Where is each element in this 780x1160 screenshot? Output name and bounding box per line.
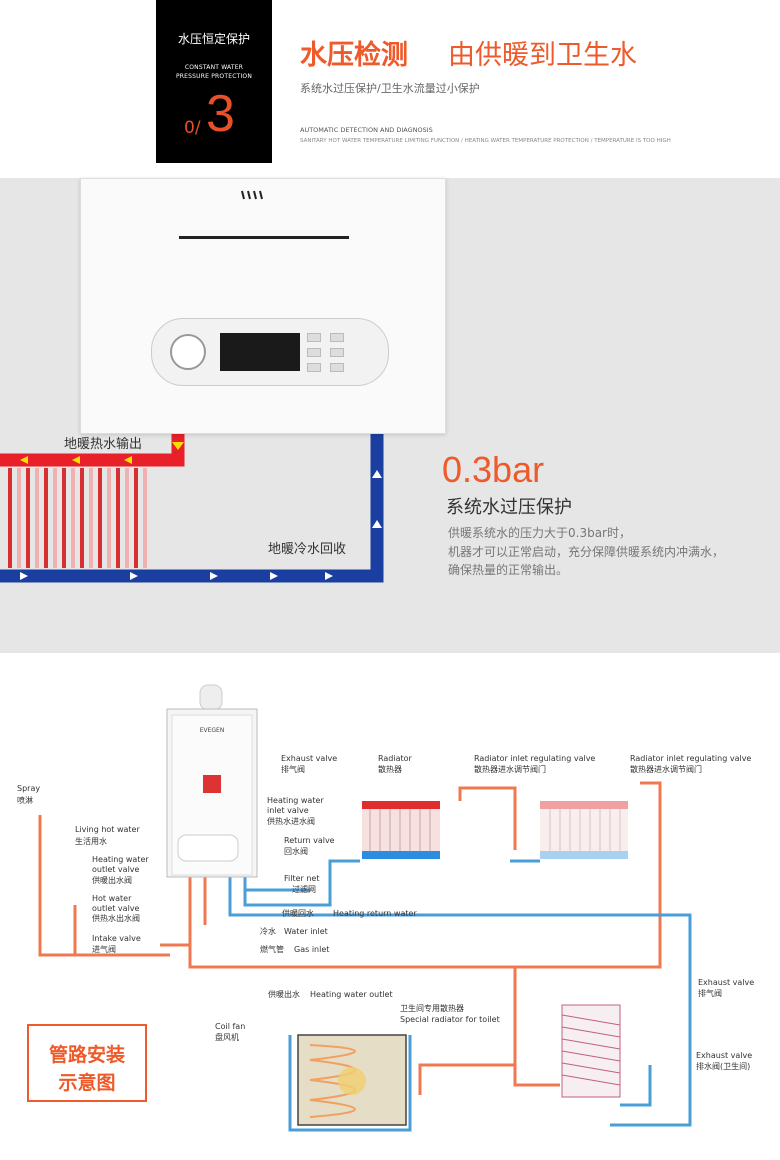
- cold-return-pipe: [0, 433, 384, 583]
- section-title-sub: 由供暖到卫生水: [448, 40, 637, 71]
- protection-desc-2: 机器才可以正常启动，充分保障供暖系统内冲满水，: [448, 545, 725, 559]
- exhaust-valve-en-3: Exhaust valve: [696, 1051, 752, 1060]
- section-title: 水压检测: [300, 40, 408, 71]
- radiator-inlet-en-1: Radiator inlet regulating valve: [474, 754, 595, 763]
- pressure-value: 0.3bar: [442, 449, 545, 490]
- cold-return-label: 地暖冷水回收: [268, 542, 347, 557]
- badge-en-line-1: CONSTANT WATER: [184, 64, 244, 71]
- protection-desc-1: 供暖系统水的压力大于0.3bar时，: [448, 526, 631, 540]
- radiator-1: [362, 801, 440, 859]
- hot-outlet-valve-en-1: Hot water: [92, 894, 132, 903]
- boiler-unit: [80, 178, 446, 434]
- hot-output-label: 地暖热水输出: [64, 437, 143, 452]
- panel-button[interactable]: [307, 333, 321, 342]
- hot-outlet-valve-cn: 供热水出水阀: [92, 913, 140, 923]
- gas-inlet-cn: 燃气管: [260, 944, 284, 954]
- heating-outlet-valve-en-2: outlet valve: [92, 865, 140, 874]
- radiator-inlet-en-2: Radiator inlet regulating valve: [630, 754, 751, 763]
- pressure-gauge-icon: [170, 334, 206, 370]
- radiator-label-cn: 散热器: [378, 764, 402, 774]
- radiator-2: [540, 801, 628, 859]
- radiator-inlet-cn-2: 散热器进水调节阀门: [630, 764, 702, 774]
- toilet-radiator: [561, 1004, 621, 1098]
- boiler-brand: EVEGEN: [200, 727, 225, 734]
- section-subtitle: 系统水过压保护/卫生水流量过小保护: [300, 82, 480, 95]
- diagram-caption-line-2: 示意图: [58, 1072, 116, 1094]
- heating-return-cn: 供暖回水: [282, 908, 314, 918]
- coil-fan-cn: 盘风机: [215, 1032, 239, 1042]
- heating-loops: [8, 468, 147, 568]
- return-valve-cn: 回水阀: [284, 846, 308, 856]
- exhaust-valve-cn: 排气阀: [281, 764, 305, 774]
- badge-title: 水压恒定保护: [177, 32, 250, 46]
- installation-diagram: EVEGEN Spray 喷淋 Living hot water 生活用水 He…: [17, 684, 754, 1132]
- radiator-label-en: Radiator: [378, 754, 413, 763]
- heating-outlet-valve-en-1: Heating water: [92, 855, 149, 864]
- gas-inlet-en: Gas inlet: [294, 945, 329, 954]
- special-radiator-cn: 卫生间专用散热器: [400, 1003, 464, 1013]
- heating-inlet-valve-cn: 供热水进水阀: [267, 816, 315, 826]
- panel-button[interactable]: [307, 363, 321, 372]
- protection-desc-3: 确保热量的正常输出。: [448, 563, 569, 577]
- water-inlet-cn: 冷水: [260, 926, 276, 936]
- boiler-seam: [179, 236, 349, 239]
- spray-label-cn: 喷淋: [17, 795, 33, 805]
- hot-pipes: [38, 781, 662, 1095]
- panel-button[interactable]: [330, 363, 344, 372]
- heating-outlet-en: Heating water outlet: [310, 990, 393, 999]
- heating-outlet-valve-cn: 供暖出水阀: [92, 875, 132, 885]
- filter-label-cn: 过滤网: [292, 884, 316, 894]
- living-hot-label-cn: 生活用水: [75, 836, 107, 846]
- display-screen: [220, 333, 300, 371]
- badge-en-line-2: PRESSURE PROTECTION: [175, 73, 253, 80]
- return-valve-en: Return valve: [284, 836, 335, 845]
- diagram-caption-line-1: 管路安装: [48, 1044, 125, 1066]
- coil-fan: [297, 1034, 407, 1126]
- exhaust-valve-cn-2: 排气阀: [698, 988, 722, 998]
- badge-prefix: 0/: [184, 118, 201, 138]
- hot-outlet-valve-en-2: outlet valve: [92, 904, 140, 913]
- heating-outlet-cn: 供暖出水: [268, 989, 300, 999]
- spray-label-en: Spray: [17, 784, 40, 793]
- special-radiator-en: Special radiator for toilet: [400, 1015, 500, 1024]
- diagram-caption-box: 管路安装 示意图: [27, 1024, 147, 1102]
- exhaust-valve-en-2: Exhaust valve: [698, 978, 754, 987]
- section-subtitle-en-detail: SANITARY HOT WATER TEMPERATURE LIMITING …: [300, 138, 671, 144]
- floor-heating-pipes: [0, 433, 384, 583]
- control-panel: [151, 318, 389, 386]
- vent-icon: [241, 190, 263, 200]
- coil-fan-en: Coil fan: [215, 1022, 245, 1031]
- panel-button[interactable]: [330, 333, 344, 342]
- exhaust-valve-en: Exhaust valve: [281, 754, 337, 763]
- feature-badge: 水压恒定保护 CONSTANT WATER PRESSURE PROTECTIO…: [156, 0, 272, 163]
- water-inlet-en: Water inlet: [284, 927, 328, 936]
- living-hot-label-en: Living hot water: [75, 825, 140, 834]
- heating-inlet-valve-en-2: inlet valve: [267, 806, 309, 815]
- hot-flow-arrows: [20, 442, 184, 464]
- intake-valve-en: Intake valve: [92, 934, 141, 943]
- cold-pipes: [228, 859, 692, 1132]
- exhaust-valve-cn-3: 排水阀(卫生间): [696, 1061, 750, 1071]
- radiator-inlet-cn-1: 散热器进水调节阀门: [474, 764, 546, 774]
- badge-number: 3: [206, 85, 235, 143]
- section-subtitle-en: AUTOMATIC DETECTION AND DIAGNOSIS: [300, 126, 433, 134]
- panel-button[interactable]: [307, 348, 321, 357]
- heating-return-en: Heating return water: [333, 909, 417, 918]
- filter-label-en: Filter net: [284, 874, 319, 883]
- intake-valve-cn: 进气阀: [92, 944, 116, 954]
- diagram-boiler: EVEGEN: [166, 684, 258, 878]
- panel-button[interactable]: [330, 348, 344, 357]
- protection-title: 系统水过压保护: [446, 497, 572, 518]
- heating-inlet-valve-en-1: Heating water: [267, 796, 324, 805]
- cold-flow-arrows: [20, 470, 382, 580]
